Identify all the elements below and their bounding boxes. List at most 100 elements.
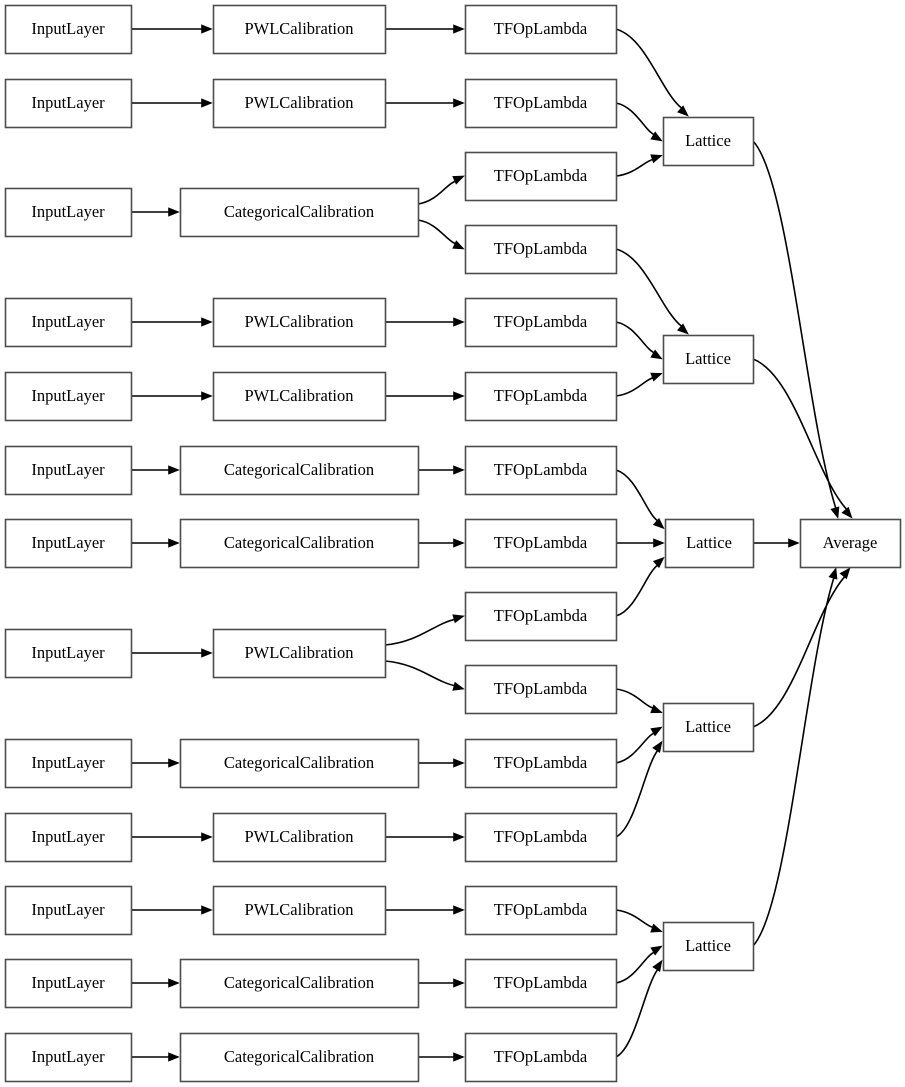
arrowhead-icon [453,391,465,401]
node-box[interactable] [212,812,387,863]
node-tfop-lambda-op2[interactable]: TFOpLambda [464,78,618,129]
node-tfop-lambda-op13[interactable]: TFOpLambda [464,885,618,936]
node-box[interactable] [4,518,133,569]
node-box[interactable] [464,78,618,129]
node-categorical-calibration-cal6[interactable]: CategoricalCalibration [179,445,420,496]
node-input-layer-in1[interactable]: InputLayer [4,4,133,55]
edge-op12-to-lat4 [615,749,659,838]
node-box[interactable] [4,187,133,238]
node-box[interactable] [464,4,618,55]
node-box[interactable] [464,1032,618,1083]
node-box[interactable] [662,921,755,972]
node-input-layer-in7[interactable]: InputLayer [4,518,133,569]
node-tfop-lambda-op15[interactable]: TFOpLambda [464,1032,618,1083]
node-tfop-lambda-op4[interactable]: TFOpLambda [464,224,618,275]
node-box[interactable] [464,297,618,348]
node-box[interactable] [464,224,618,275]
node-input-layer-in3[interactable]: InputLayer [4,187,133,238]
node-input-layer-in9[interactable]: InputLayer [4,738,133,789]
node-tfop-lambda-op6[interactable]: TFOpLambda [464,371,618,422]
node-tfop-lambda-op9[interactable]: TFOpLambda [464,591,618,642]
node-pwlcalibration-cal10[interactable]: PWLCalibration [212,812,387,863]
node-categorical-calibration-cal12[interactable]: CategoricalCalibration [179,958,420,1009]
node-box[interactable] [464,371,618,422]
node-categorical-calibration-cal13[interactable]: CategoricalCalibration [179,1032,420,1083]
node-lattice-lat5[interactable]: Lattice [662,921,755,972]
node-box[interactable] [4,78,133,129]
node-box[interactable] [662,334,755,385]
node-input-layer-in2[interactable]: InputLayer [4,78,133,129]
node-tfop-lambda-op12[interactable]: TFOpLambda [464,812,618,863]
node-box[interactable] [464,664,618,715]
node-pwlcalibration-cal1[interactable]: PWLCalibration [212,4,387,55]
node-tfop-lambda-op8[interactable]: TFOpLambda [464,518,618,569]
edge-op10-to-lat4 [615,688,654,709]
node-box[interactable] [4,738,133,789]
node-box[interactable] [664,518,755,569]
node-categorical-calibration-cal9[interactable]: CategoricalCalibration [179,738,420,789]
node-lattice-lat3[interactable]: Lattice [664,518,755,569]
node-tfop-lambda-op5[interactable]: TFOpLambda [464,297,618,348]
node-input-layer-in13[interactable]: InputLayer [4,1032,133,1083]
node-box[interactable] [4,628,133,679]
node-box[interactable] [464,738,618,789]
node-box[interactable] [4,297,133,348]
node-tfop-lambda-op10[interactable]: TFOpLambda [464,664,618,715]
node-box[interactable] [464,591,618,642]
node-box[interactable] [4,958,133,1009]
node-box[interactable] [4,371,133,422]
node-lattice-lat2[interactable]: Lattice [662,334,755,385]
node-box[interactable] [464,812,618,863]
node-box[interactable] [464,151,618,202]
node-box[interactable] [464,518,618,569]
node-box[interactable] [179,958,420,1009]
node-tfop-lambda-op14[interactable]: TFOpLambda [464,958,618,1009]
node-box[interactable] [212,885,387,936]
node-box[interactable] [4,445,133,496]
node-categorical-calibration-cal3[interactable]: CategoricalCalibration [179,187,420,238]
node-box[interactable] [464,885,618,936]
node-input-layer-in5[interactable]: InputLayer [4,371,133,422]
node-box[interactable] [212,4,387,55]
node-box[interactable] [212,371,387,422]
node-tfop-lambda-op1[interactable]: TFOpLambda [464,4,618,55]
node-pwlcalibration-cal8[interactable]: PWLCalibration [212,628,387,679]
node-box[interactable] [464,445,618,496]
node-pwlcalibration-cal2[interactable]: PWLCalibration [212,78,387,129]
node-tfop-lambda-op3[interactable]: TFOpLambda [464,151,618,202]
arrowhead-icon [652,740,663,753]
node-box[interactable] [662,702,755,753]
node-box[interactable] [179,445,420,496]
node-input-layer-in11[interactable]: InputLayer [4,885,133,936]
node-box[interactable] [179,1032,420,1083]
node-input-layer-in8[interactable]: InputLayer [4,628,133,679]
node-pwlcalibration-cal4[interactable]: PWLCalibration [212,297,387,348]
node-box[interactable] [799,518,902,569]
node-box[interactable] [212,628,387,679]
edge-cal8-to-op10 [384,660,455,687]
node-box[interactable] [464,958,618,1009]
arrowhead-icon [168,465,180,475]
node-box[interactable] [4,812,133,863]
node-box[interactable] [662,116,755,167]
node-tfop-lambda-op7[interactable]: TFOpLambda [464,445,618,496]
node-pwlcalibration-cal5[interactable]: PWLCalibration [212,371,387,422]
node-categorical-calibration-cal7[interactable]: CategoricalCalibration [179,518,420,569]
node-lattice-lat1[interactable]: Lattice [662,116,755,167]
node-box[interactable] [179,738,420,789]
node-box[interactable] [179,518,420,569]
node-box[interactable] [4,1032,133,1083]
node-input-layer-in6[interactable]: InputLayer [4,445,133,496]
node-box[interactable] [179,187,420,238]
node-pwlcalibration-cal11[interactable]: PWLCalibration [212,885,387,936]
node-input-layer-in10[interactable]: InputLayer [4,812,133,863]
node-box[interactable] [4,4,133,55]
node-average-avg[interactable]: Average [799,518,902,569]
node-lattice-lat4[interactable]: Lattice [662,702,755,753]
node-box[interactable] [212,78,387,129]
node-input-layer-in4[interactable]: InputLayer [4,297,133,348]
node-box[interactable] [212,297,387,348]
node-input-layer-in12[interactable]: InputLayer [4,958,133,1009]
node-tfop-lambda-op11[interactable]: TFOpLambda [464,738,618,789]
node-box[interactable] [4,885,133,936]
